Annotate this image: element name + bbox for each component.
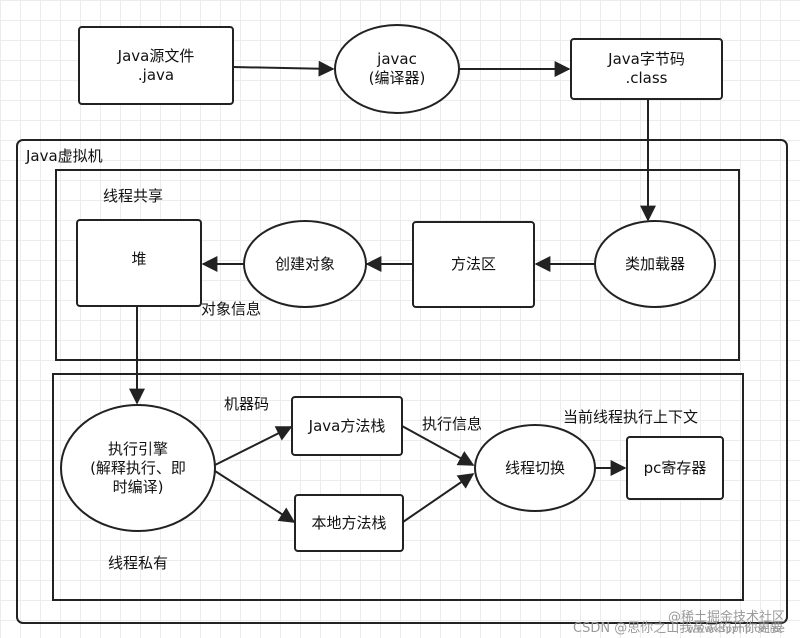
arrow-engine-to-native-stack <box>214 470 296 523</box>
arrow-native-stack-to-switch <box>402 473 475 523</box>
machine-code-label: 机器码 <box>224 395 270 413</box>
java-stack-label: Java方法栈 <box>308 416 386 435</box>
heap-box <box>76 219 202 307</box>
pc-register-label: pc寄存器 <box>643 458 707 477</box>
arrow-source-to-javac <box>232 60 335 77</box>
bytecode-label: Java字节码 .class <box>608 50 685 87</box>
native-stack-box <box>294 494 404 552</box>
exec-info-label: 执行信息 <box>422 415 483 433</box>
arrow-engine-to-java-stack <box>214 426 293 466</box>
java-source-label: Java源文件 .java <box>117 46 195 84</box>
jvm-container <box>16 139 788 624</box>
watermark-line1: @稀土掘金技术社区 <box>668 610 786 625</box>
pc-register-box <box>626 436 724 500</box>
bytecode-box <box>570 38 723 100</box>
exec-engine-ellipse <box>60 404 216 532</box>
java-source-box <box>78 26 234 105</box>
exec-engine-label: 执行引擎 (解释执行、即 时编译) <box>90 439 186 496</box>
watermark-line2: CSDN @思你之山我至家的开你更要 <box>573 621 784 636</box>
private-region <box>52 373 744 601</box>
object-info-label: 对象信息 <box>201 300 262 318</box>
private-region-title: 线程私有 <box>108 554 169 572</box>
javac-label: javac (编译器) <box>368 50 426 87</box>
thread-switch-label: 线程切换 <box>504 458 565 477</box>
context-label: 当前线程执行上下文 <box>563 408 699 426</box>
shared-region-title: 线程共享 <box>103 187 164 205</box>
method-area-label: 方法区 <box>450 255 496 273</box>
heap-label: 堆 <box>131 249 147 268</box>
watermark-line3: www.kspphp.online <box>688 624 785 635</box>
jvm-title: Java虚拟机 <box>26 147 103 165</box>
shared-region <box>55 169 740 361</box>
native-stack-label: 本地方法栈 <box>311 513 387 532</box>
arrow-java-stack-to-switch <box>401 425 475 466</box>
class-loader-label: 类加载器 <box>624 254 685 273</box>
create-object-label: 创建对象 <box>274 254 335 273</box>
